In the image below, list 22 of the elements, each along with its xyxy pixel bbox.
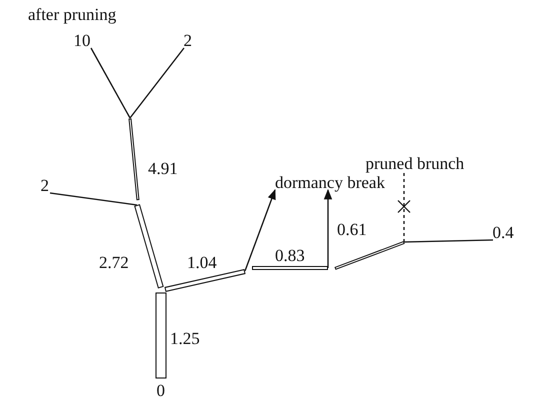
connector-line [90, 48, 131, 118]
connector-line [129, 48, 185, 118]
length-value: 0.61 [337, 220, 367, 238]
arrow [244, 189, 276, 272]
branch-value: 0.4 [492, 224, 514, 240]
branch-value: 10 [74, 32, 90, 48]
dashed-line [403, 171, 405, 242]
branch-value: 2 [40, 176, 49, 194]
branch-value: 2 [184, 32, 192, 48]
title: after pruning [28, 6, 116, 22]
branch-segment [252, 266, 328, 270]
length-value: 4.91 [148, 160, 178, 176]
length-value: 1.25 [170, 330, 200, 346]
length-value: 2.72 [99, 254, 129, 270]
arrow [324, 188, 332, 268]
length-value: 0 [156, 382, 165, 398]
length-value: 1.04 [187, 254, 217, 270]
length-value: 0.83 [275, 246, 305, 264]
connector-line [404, 239, 494, 243]
note-text: pruned brunch [366, 154, 464, 172]
branch-segment [156, 292, 166, 378]
note-text: dormancy break [275, 174, 385, 190]
